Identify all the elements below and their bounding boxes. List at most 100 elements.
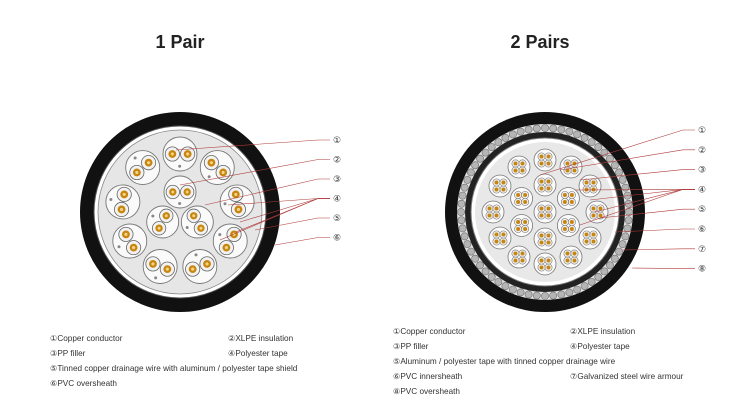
armour-wire	[532, 291, 541, 300]
legend-right-5: ⑤Aluminum / polyester tape with tinned c…	[393, 357, 616, 366]
callout-number: ①	[698, 126, 706, 136]
armour-wire	[494, 138, 503, 147]
armour-wire	[580, 282, 589, 290]
copper-conductor	[539, 233, 544, 238]
armour-wire	[467, 247, 475, 256]
pair-unit	[212, 223, 248, 259]
pair-sheath	[510, 214, 534, 237]
callout-number: ②	[698, 146, 706, 156]
pair-unit	[510, 187, 534, 210]
copper-conductor	[539, 258, 544, 263]
title-2-pairs: 2 Pairs	[510, 32, 570, 52]
pair-unit	[481, 200, 505, 224]
pair-unit	[578, 226, 602, 250]
pair-unit	[510, 214, 534, 237]
drain-wire	[218, 233, 222, 237]
armour-wire	[557, 125, 566, 134]
pair-unit	[112, 223, 148, 259]
copper-conductor	[539, 161, 544, 166]
copper-conductor	[520, 161, 525, 166]
copper-conductor-highlight	[205, 262, 209, 266]
armour-wire	[501, 134, 510, 142]
armour-wire	[573, 130, 582, 139]
pair-sheath	[507, 155, 531, 179]
copper-conductor	[520, 168, 525, 173]
copper-conductor	[539, 154, 544, 159]
drain-wire	[207, 175, 211, 179]
pair-unit	[533, 252, 557, 276]
pair-unit	[533, 148, 557, 172]
armour-wire	[471, 161, 480, 170]
pair-unit	[142, 249, 178, 284]
copper-conductor-highlight	[186, 152, 190, 156]
copper-conductor-highlight	[224, 246, 228, 250]
copper-conductor	[501, 187, 506, 192]
copper-conductor-highlight	[170, 152, 174, 156]
leader-line	[599, 208, 695, 219]
pair-unit	[199, 150, 235, 186]
copper-conductor	[487, 213, 492, 218]
callout-number: ④	[333, 195, 341, 205]
armour-wire	[600, 148, 609, 157]
pair-unit	[105, 184, 141, 220]
armour-wire	[458, 224, 467, 233]
armour-wire	[487, 143, 496, 151]
pair-sheath	[510, 187, 534, 210]
armour-wire	[594, 143, 603, 151]
copper-conductor	[546, 240, 551, 245]
armour-wire	[624, 199, 633, 208]
drain-wire	[109, 197, 113, 201]
copper-conductor	[487, 206, 492, 211]
armour-wire	[565, 127, 574, 136]
callout-number: ②	[333, 156, 341, 166]
copper-conductor-highlight	[191, 267, 195, 271]
copper-conductor	[562, 227, 567, 231]
copper-conductor-highlight	[135, 170, 139, 175]
copper-conductor	[539, 206, 544, 211]
copper-conductor	[591, 232, 596, 237]
armour-wire	[618, 175, 627, 184]
copper-conductor	[494, 206, 499, 211]
drain-wire	[117, 245, 121, 249]
copper-conductor	[494, 239, 499, 244]
copper-conductor-highlight	[171, 190, 175, 194]
armour-wire	[532, 124, 541, 133]
copper-conductor-highlight	[165, 267, 169, 271]
copper-conductor	[584, 232, 589, 237]
leader-line	[614, 228, 695, 233]
armour-wire	[457, 199, 466, 208]
armour-wire	[460, 183, 469, 192]
armour-wire	[476, 261, 484, 270]
copper-conductor	[565, 258, 570, 263]
copper-conductor	[591, 213, 596, 218]
copper-conductor-highlight	[234, 192, 238, 196]
armour-wire	[610, 254, 619, 263]
copper-conductor	[516, 193, 521, 197]
pair-unit	[125, 150, 161, 186]
legend-right-8: ⑧PVC oversheath	[393, 387, 460, 396]
legend-left-1: ①Copper conductor	[50, 334, 123, 343]
pairs-group	[105, 136, 255, 284]
pair-sheath	[125, 150, 161, 186]
drain-wire	[185, 225, 189, 229]
leader-line	[204, 178, 330, 206]
cable-1-pair	[80, 112, 280, 312]
pair-unit	[162, 136, 198, 172]
armour-wire	[463, 175, 472, 184]
armour-wire	[549, 124, 558, 133]
leader-line	[254, 217, 330, 231]
copper-conductor	[572, 258, 577, 263]
pair-sheath	[533, 252, 557, 276]
legend-left-2: ②XLPE insulation	[228, 334, 294, 343]
armour-wire	[615, 168, 623, 177]
armour-wire	[587, 138, 596, 147]
copper-conductor	[523, 227, 528, 231]
copper-conductor	[562, 193, 567, 197]
copper-conductor	[501, 232, 506, 237]
armour-wire	[524, 290, 533, 299]
pair-unit	[533, 227, 557, 251]
armour-wire	[460, 232, 469, 241]
leader-line	[539, 129, 695, 176]
copper-conductor	[494, 232, 499, 237]
